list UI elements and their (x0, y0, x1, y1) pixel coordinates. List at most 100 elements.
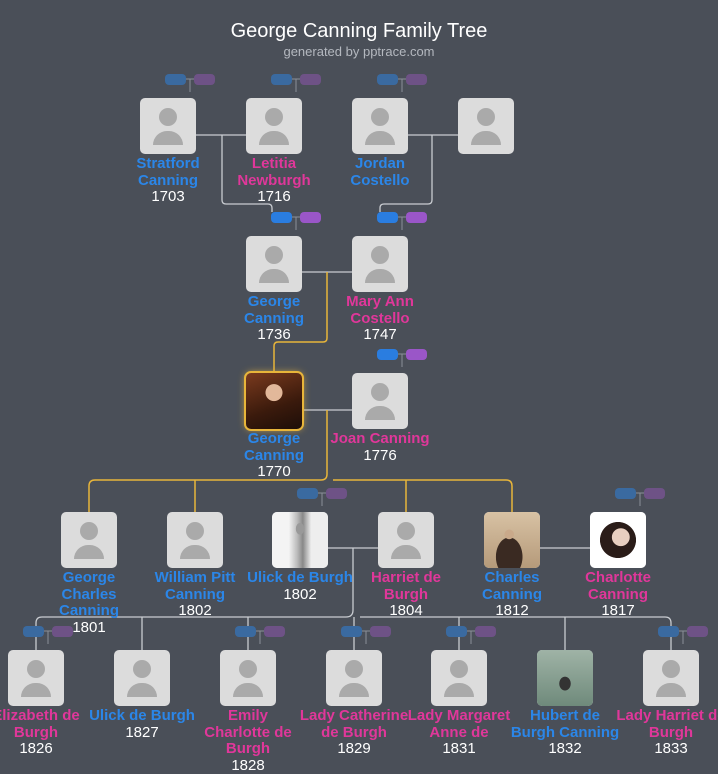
person-card[interactable] (326, 650, 382, 706)
expand-mother-button[interactable] (300, 212, 321, 223)
person-name[interactable]: Hubert de Burgh Canning (510, 707, 620, 741)
birth-year: 1832 (548, 740, 582, 757)
person-card[interactable] (352, 236, 408, 292)
avatar-placeholder-icon (371, 383, 389, 401)
person-name[interactable]: Lady Margaret Anne de (407, 707, 511, 741)
avatar-placeholder-icon (180, 545, 210, 559)
person-card[interactable] (246, 236, 302, 292)
person-card[interactable] (643, 650, 699, 706)
expand-father-button[interactable] (235, 626, 256, 637)
avatar-placeholder-icon (127, 683, 157, 697)
avatar-placeholder-icon (153, 131, 183, 145)
expand-father-button[interactable] (341, 626, 362, 637)
avatar-placeholder-icon (186, 522, 204, 540)
person-name[interactable]: Ulick de Burgh (89, 707, 195, 724)
person-name[interactable]: George Canning (244, 293, 304, 327)
person-name[interactable]: Ulick de Burgh (247, 569, 353, 586)
avatar-placeholder-icon (74, 545, 104, 559)
expand-mother-button[interactable] (406, 212, 427, 223)
person-name[interactable]: William Pitt Canning (154, 569, 236, 603)
person-name[interactable]: George Charles Canning (59, 569, 119, 619)
person-card[interactable] (484, 512, 540, 568)
person-name[interactable]: Emily Charlotte de Burgh (204, 707, 292, 757)
expand-father-button[interactable] (377, 349, 398, 360)
person-card[interactable] (167, 512, 223, 568)
person-name[interactable]: Jordan Costello (350, 155, 410, 189)
person-name[interactable]: Charlotte Canning (585, 569, 651, 603)
person-card[interactable] (537, 650, 593, 706)
birth-year: 1829 (337, 740, 371, 757)
person-name[interactable]: Charles Canning (482, 569, 542, 603)
person-card[interactable] (272, 512, 328, 568)
person-name[interactable]: George Canning (244, 430, 304, 464)
person-card[interactable] (220, 650, 276, 706)
expand-mother-button[interactable] (406, 74, 427, 85)
expand-mother-button[interactable] (687, 626, 708, 637)
birth-year: 1802 (178, 602, 212, 619)
person-card[interactable] (140, 98, 196, 154)
avatar-placeholder-icon (159, 108, 177, 126)
avatar-placeholder-icon (21, 683, 51, 697)
avatar-placeholder-icon (259, 131, 289, 145)
avatar-placeholder-icon (365, 406, 395, 420)
person-card[interactable] (244, 371, 304, 431)
expand-father-button[interactable] (658, 626, 679, 637)
person-card[interactable] (352, 98, 408, 154)
person-card[interactable] (458, 98, 514, 154)
expand-father-button[interactable] (446, 626, 467, 637)
person-card[interactable] (61, 512, 117, 568)
expand-father-button[interactable] (297, 488, 318, 499)
person-name[interactable]: Stratford Canning (136, 155, 200, 189)
person-name[interactable]: Harriet de Burgh (370, 569, 442, 603)
person-name[interactable]: Letitia Newburgh (237, 155, 311, 189)
avatar-placeholder-icon (133, 660, 151, 678)
expand-mother-button[interactable] (406, 349, 427, 360)
person-name[interactable]: Lady Catherine de Burgh (299, 707, 409, 741)
person-card[interactable] (378, 512, 434, 568)
expand-father-button[interactable] (377, 212, 398, 223)
avatar-placeholder-icon (265, 108, 283, 126)
birth-year: 1802 (283, 585, 317, 603)
birth-year: 1770 (257, 463, 291, 480)
expand-father-button[interactable] (271, 212, 292, 223)
expand-mother-button[interactable] (644, 488, 665, 499)
person-name[interactable]: Elizabeth de Burgh (0, 707, 80, 741)
focus-line (273, 272, 328, 373)
birth-year: 1804 (389, 602, 423, 619)
person-card[interactable] (431, 650, 487, 706)
expand-mother-button[interactable] (194, 74, 215, 85)
expand-father-button[interactable] (23, 626, 44, 637)
expand-mother-button[interactable] (52, 626, 73, 637)
expand-mother-button[interactable] (264, 626, 285, 637)
expand-mother-button[interactable] (475, 626, 496, 637)
expand-father-button[interactable] (271, 74, 292, 85)
expand-father-button[interactable] (377, 74, 398, 85)
person-card[interactable] (590, 512, 646, 568)
avatar-placeholder-icon (259, 269, 289, 283)
expand-mother-button[interactable] (370, 626, 391, 637)
avatar-placeholder-icon (656, 683, 686, 697)
person-card[interactable] (246, 98, 302, 154)
person-card[interactable] (8, 650, 64, 706)
expand-mother-button[interactable] (326, 488, 347, 499)
birth-year: 1827 (125, 723, 159, 741)
expand-mother-button[interactable] (300, 74, 321, 85)
couple-line (196, 134, 273, 212)
person-name[interactable]: Joan Canning (330, 430, 430, 447)
person-card[interactable] (114, 650, 170, 706)
person-photo (590, 512, 646, 568)
expand-father-button[interactable] (615, 488, 636, 499)
person-name[interactable]: Mary Ann Costello (346, 293, 414, 327)
birth-year: 1747 (363, 326, 397, 343)
expand-father-button[interactable] (165, 74, 186, 85)
person-card[interactable] (352, 373, 408, 429)
person-name[interactable]: Lady Harriet de Burgh (616, 707, 718, 741)
